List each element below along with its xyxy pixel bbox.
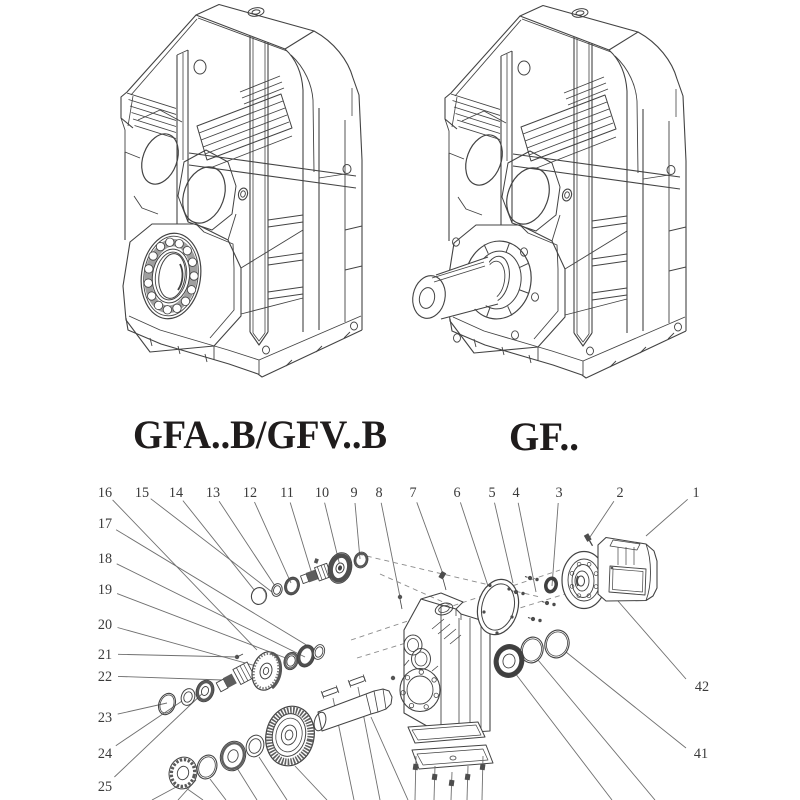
svg-text:24: 24 [98,746,112,762]
svg-text:2: 2 [616,485,623,501]
svg-text:15: 15 [135,485,149,501]
svg-text:18: 18 [98,551,112,567]
svg-text:14: 14 [169,485,183,501]
svg-text:23: 23 [98,710,112,726]
svg-text:3: 3 [555,485,562,501]
svg-text:4: 4 [512,485,519,501]
svg-text:42: 42 [695,679,709,695]
svg-text:25: 25 [98,779,112,795]
svg-text:21: 21 [98,647,112,663]
svg-text:22: 22 [98,669,112,685]
svg-text:12: 12 [243,485,257,501]
svg-text:6: 6 [453,485,460,501]
svg-text:9: 9 [350,485,357,501]
svg-text:19: 19 [98,582,112,598]
svg-text:7: 7 [409,485,416,501]
svg-text:20: 20 [98,617,112,633]
svg-text:5: 5 [488,485,495,501]
svg-text:10: 10 [315,485,329,501]
svg-text:16: 16 [98,485,112,501]
svg-text:41: 41 [694,746,708,762]
svg-text:1: 1 [692,485,699,501]
svg-text:13: 13 [206,485,220,501]
svg-text:8: 8 [375,485,382,501]
svg-text:11: 11 [280,485,294,501]
svg-text:GFA..B/GFV..B: GFA..B/GFV..B [133,412,387,457]
svg-text:17: 17 [98,516,112,532]
svg-text:GF..: GF.. [509,414,579,459]
